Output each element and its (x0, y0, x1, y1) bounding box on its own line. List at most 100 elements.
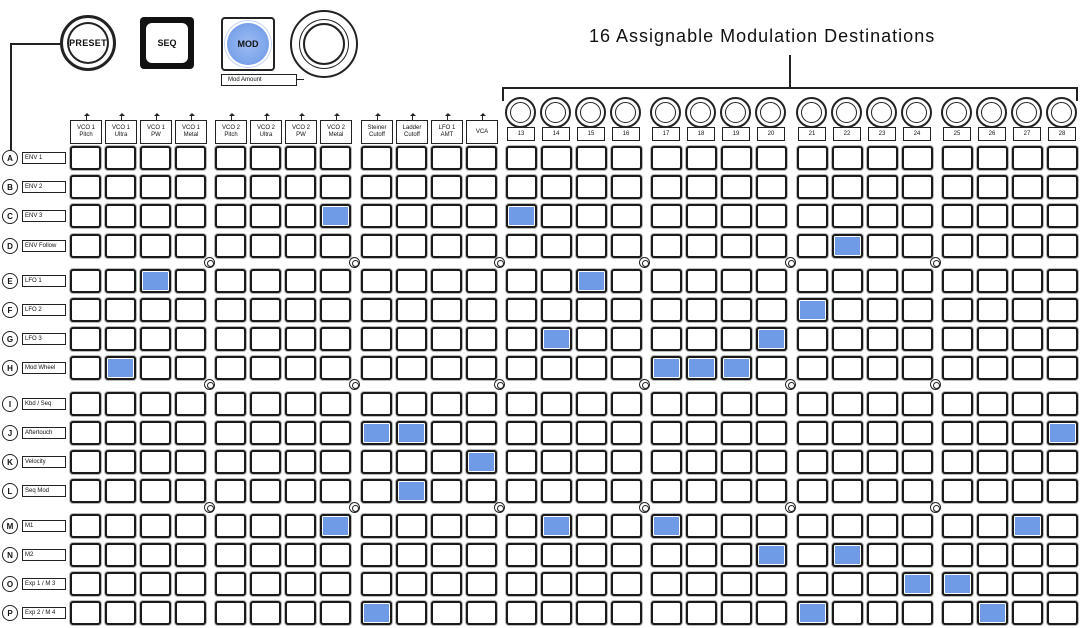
mod-matrix-cell[interactable] (506, 327, 537, 351)
mod-matrix-cell[interactable] (285, 450, 316, 474)
mod-matrix-cell[interactable] (431, 421, 462, 445)
mod-matrix-cell[interactable] (70, 450, 101, 474)
mod-matrix-cell[interactable] (140, 204, 171, 228)
mod-matrix-cell[interactable] (797, 356, 828, 380)
mod-matrix-cell[interactable] (361, 234, 392, 258)
mod-matrix-cell[interactable] (902, 601, 933, 625)
mod-matrix-cell[interactable] (175, 175, 206, 199)
mod-matrix-cell[interactable] (902, 543, 933, 567)
mod-matrix-cell[interactable] (1047, 601, 1078, 625)
mod-matrix-cell[interactable] (686, 234, 717, 258)
mod-matrix-cell[interactable] (611, 298, 642, 322)
mod-matrix-cell[interactable] (797, 572, 828, 596)
mod-matrix-cell[interactable] (902, 392, 933, 416)
mod-matrix-cell[interactable] (977, 543, 1008, 567)
mod-matrix-cell[interactable] (1012, 356, 1043, 380)
mod-matrix-cell[interactable] (611, 175, 642, 199)
mod-matrix-cell[interactable] (215, 421, 246, 445)
mod-matrix-cell[interactable] (466, 327, 497, 351)
mod-matrix-cell[interactable] (721, 479, 752, 503)
mod-matrix-cell[interactable] (1047, 421, 1078, 445)
mod-matrix-cell[interactable] (541, 175, 572, 199)
mod-matrix-cell[interactable] (215, 234, 246, 258)
mod-matrix-cell[interactable] (977, 572, 1008, 596)
destination-jack-icon[interactable] (505, 97, 536, 128)
mod-matrix-cell[interactable] (250, 392, 281, 416)
mod-matrix-cell[interactable] (977, 450, 1008, 474)
mod-matrix-cell[interactable] (902, 327, 933, 351)
mod-matrix-cell[interactable] (902, 269, 933, 293)
mod-matrix-cell[interactable] (721, 234, 752, 258)
mod-matrix-cell[interactable] (977, 234, 1008, 258)
mod-matrix-cell[interactable] (1012, 514, 1043, 538)
mod-matrix-cell[interactable] (797, 175, 828, 199)
mod-matrix-cell[interactable] (977, 298, 1008, 322)
mod-matrix-cell[interactable] (541, 392, 572, 416)
mod-matrix-cell[interactable] (721, 572, 752, 596)
mod-matrix-cell[interactable] (250, 204, 281, 228)
mod-matrix-cell[interactable] (686, 298, 717, 322)
mod-matrix-cell[interactable] (215, 146, 246, 170)
mod-matrix-cell[interactable] (140, 327, 171, 351)
destination-jack-icon[interactable] (1046, 97, 1077, 128)
mod-matrix-cell[interactable] (721, 356, 752, 380)
mod-matrix-cell[interactable] (686, 421, 717, 445)
mod-matrix-cell[interactable] (431, 234, 462, 258)
mod-matrix-cell[interactable] (140, 356, 171, 380)
mod-matrix-cell[interactable] (756, 327, 787, 351)
mod-matrix-cell[interactable] (977, 204, 1008, 228)
mod-matrix-cell[interactable] (250, 327, 281, 351)
mod-matrix-cell[interactable] (396, 392, 427, 416)
mod-matrix-cell[interactable] (832, 146, 863, 170)
mod-matrix-cell[interactable] (320, 269, 351, 293)
mod-matrix-cell[interactable] (756, 479, 787, 503)
mod-matrix-cell[interactable] (105, 421, 136, 445)
mod-matrix-cell[interactable] (721, 543, 752, 567)
mod-matrix-cell[interactable] (576, 601, 607, 625)
mod-matrix-cell[interactable] (140, 514, 171, 538)
mod-matrix-cell[interactable] (320, 204, 351, 228)
mod-matrix-cell[interactable] (651, 572, 682, 596)
mod-matrix-cell[interactable] (797, 234, 828, 258)
mod-matrix-cell[interactable] (361, 392, 392, 416)
mod-matrix-cell[interactable] (686, 514, 717, 538)
mod-matrix-cell[interactable] (250, 234, 281, 258)
mod-matrix-cell[interactable] (320, 356, 351, 380)
mod-matrix-cell[interactable] (797, 392, 828, 416)
mod-matrix-cell[interactable] (1012, 543, 1043, 567)
destination-jack-icon[interactable] (976, 97, 1007, 128)
mod-matrix-cell[interactable] (576, 450, 607, 474)
mod-matrix-cell[interactable] (320, 543, 351, 567)
mod-matrix-cell[interactable] (1047, 572, 1078, 596)
mod-matrix-cell[interactable] (867, 421, 898, 445)
destination-jack-icon[interactable] (540, 97, 571, 128)
mod-matrix-cell[interactable] (175, 479, 206, 503)
mod-matrix-cell[interactable] (686, 392, 717, 416)
mod-matrix-cell[interactable] (396, 572, 427, 596)
mod-matrix-cell[interactable] (832, 543, 863, 567)
preset-button[interactable]: PRESET (60, 15, 116, 71)
mod-matrix-cell[interactable] (797, 479, 828, 503)
mod-matrix-cell[interactable] (250, 543, 281, 567)
mod-matrix-cell[interactable] (175, 327, 206, 351)
mod-matrix-cell[interactable] (756, 572, 787, 596)
mod-matrix-cell[interactable] (1047, 298, 1078, 322)
mod-matrix-cell[interactable] (867, 327, 898, 351)
mod-matrix-cell[interactable] (285, 269, 316, 293)
mod-matrix-cell[interactable] (756, 543, 787, 567)
mod-matrix-cell[interactable] (611, 146, 642, 170)
mod-matrix-cell[interactable] (70, 601, 101, 625)
mod-matrix-cell[interactable] (797, 269, 828, 293)
mod-matrix-cell[interactable] (1047, 204, 1078, 228)
mod-matrix-cell[interactable] (285, 175, 316, 199)
mod-matrix-cell[interactable] (902, 234, 933, 258)
mod-matrix-cell[interactable] (105, 234, 136, 258)
mod-matrix-cell[interactable] (285, 146, 316, 170)
mod-button[interactable]: MOD (221, 17, 275, 71)
mod-matrix-cell[interactable] (250, 356, 281, 380)
mod-matrix-cell[interactable] (576, 204, 607, 228)
mod-matrix-cell[interactable] (250, 479, 281, 503)
mod-matrix-cell[interactable] (541, 421, 572, 445)
mod-matrix-cell[interactable] (431, 146, 462, 170)
mod-matrix-cell[interactable] (797, 601, 828, 625)
